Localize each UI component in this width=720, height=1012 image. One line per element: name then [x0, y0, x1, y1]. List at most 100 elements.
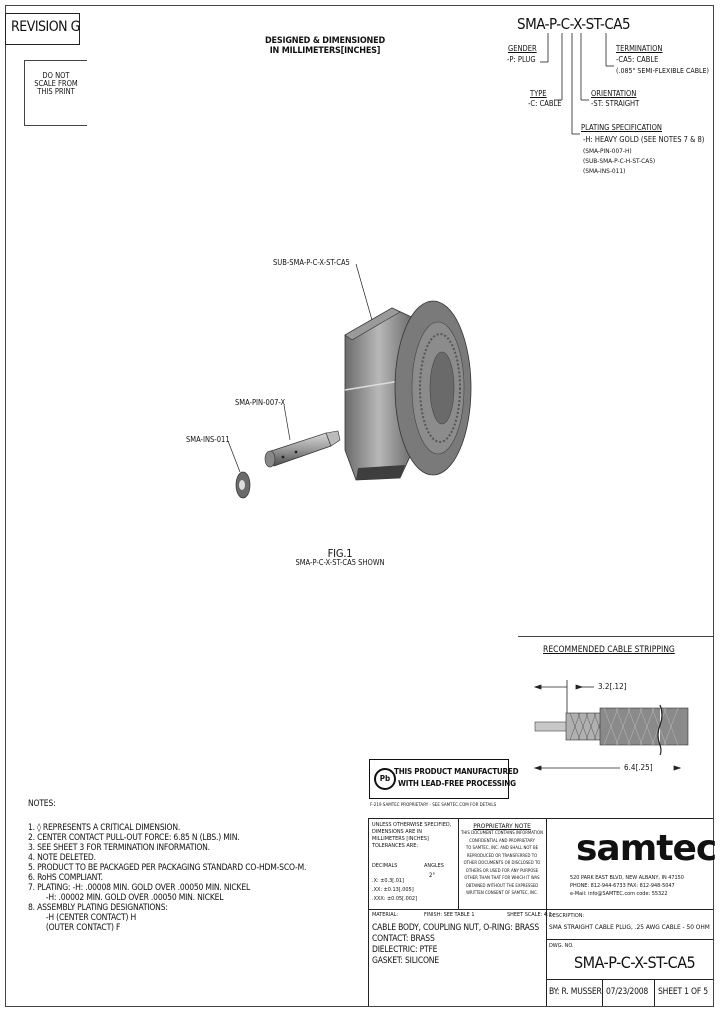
lead-free-icon: Pb — [374, 768, 396, 790]
note-item: 5. PRODUCT TO BE PACKAGED PER PACKAGING … — [28, 863, 307, 873]
orientation-value: -ST: STRAIGHT — [591, 99, 640, 108]
proprietary-line: THIS DOCUMENT CONTAINS INFORMATION — [461, 831, 543, 836]
drawn-by: BY: R. MUSSER — [549, 987, 602, 997]
lead-free-line-2: WITH LEAD-FREE PROCESSING — [398, 779, 516, 788]
material-line: CONTACT: BRASS — [372, 934, 435, 944]
sub-assembly-callout: SUB-SMA-P-C-X-ST-CA5 — [273, 258, 350, 267]
proprietary-line: OBTAINED WITHOUT THE EXPRESSED — [465, 883, 539, 889]
proprietary-line: REPRODUCED OR TRANSFERRED TO — [466, 853, 538, 859]
insulator-callout: SMA-INS-011 — [186, 435, 230, 444]
drawing-number-label: DWG. NO. — [549, 943, 574, 949]
tolerance-spec-line: MILLIMETERS [INCHES] — [372, 836, 429, 842]
revision-label: REVISION G — [11, 19, 80, 35]
part-code-leaders — [540, 33, 614, 135]
drawing-number-cell: DWG. NO. SMA-P-C-X-ST-CA5 — [546, 939, 713, 980]
drawing-number: SMA-P-C-X-ST-CA5 — [574, 953, 696, 972]
material-cell: MATERIAL: FINISH: SEE TABLE 1 SHEET SCAL… — [369, 909, 552, 1006]
plating-insulator-part: (SMA-INS-011) — [583, 167, 626, 175]
divider — [602, 979, 603, 1006]
lead-free-line-1: THIS PRODUCT MANUFACTURED — [394, 767, 519, 776]
dimension-note: DESIGNED & DIMENSIONED IN MILLIMETERS[IN… — [255, 36, 395, 56]
tolerance-spec-line: DIMENSIONS ARE IN — [372, 829, 422, 835]
plating-pin-part: (SMA-PIN-007-H) — [583, 147, 632, 155]
proprietary-line: OTHERS OR USED FOR ANY PURPOSE — [465, 868, 539, 874]
note-item: 1. ◊ REPRESENTS A CRITICAL DIMENSION. — [28, 823, 181, 833]
tolerance-value: .X: ±0.3[.01] — [372, 878, 404, 884]
type-value: -C: CABLE — [528, 99, 562, 108]
description-value: SMA STRAIGHT CABLE PLUG, .25 AWG CABLE -… — [549, 923, 710, 931]
gender-value: -P: PLUG — [507, 55, 536, 64]
figure-title: FIG.1 — [327, 547, 353, 560]
stripping-title: RECOMMENDED CABLE STRIPPING — [543, 645, 675, 655]
scale-warning-box: DO NOT SCALE FROM THIS PRINT — [24, 60, 87, 126]
center-pin-shape — [264, 430, 341, 468]
finish-label: FINISH: SEE TABLE 1 — [424, 912, 475, 918]
part-code-title: SMA-P-C-X-ST-CA5 — [517, 15, 631, 33]
lead-free-fine-print: F-219 SAMTEC PROPRIETARY - SEE SAMTEC.CO… — [370, 803, 497, 808]
figure-subtitle: SMA-P-C-X-ST-CA5 SHOWN — [295, 558, 385, 567]
decimals-label: DECIMALS — [372, 863, 398, 869]
proprietary-line: OTHER DOCUMENTS OR DISCLOSED TO — [463, 861, 541, 866]
type-heading: TYPE — [530, 89, 547, 98]
revision-info-cell: BY: R. MUSSER 07/23/2008 SHEET 1 OF 5 — [546, 979, 713, 1006]
scale-warning-line-2: SCALE FROM — [34, 79, 78, 88]
proprietary-title: PROPRIETARY NOTE — [473, 822, 531, 830]
scale-warning-line-1: DO NOT — [42, 71, 70, 80]
drawing-frame — [5, 5, 714, 1007]
company-email: e-Mail: info@SAMTEC.com code: 55322 — [570, 891, 668, 897]
note-item: 7. PLATING: -H: .00008 MIN. GOLD OVER .0… — [28, 883, 251, 893]
dimension-note-line-2: IN MILLIMETERS[INCHES] — [269, 46, 381, 56]
material-label: MATERIAL: — [372, 912, 399, 918]
gender-heading: GENDER — [508, 44, 537, 53]
note-item: 3. SEE SHEET 3 FOR TERMINATION INFORMATI… — [28, 843, 210, 853]
tolerance-value: .XX: ±0.13[.005] — [372, 887, 414, 893]
proprietary-line: CONFIDENTIAL AND PROPRIETARY — [469, 838, 535, 844]
divider — [654, 979, 655, 1006]
sheet-number: SHEET 1 OF 5 — [658, 987, 708, 997]
samtec-logo: samtec — [576, 828, 717, 869]
drawing-date: 07/23/2008 — [606, 987, 649, 997]
termination-heading: TERMINATION — [616, 44, 663, 53]
plating-heading: PLATING SPECIFICATION — [581, 123, 662, 132]
proprietary-line: TO SAMTEC, INC. AND SHALL NOT BE — [465, 846, 539, 851]
description-label: DESCRIPTION: — [549, 913, 585, 919]
stripping-diagram — [533, 680, 689, 771]
company-phone: PHONE: 812-944-6733 FAX: 812-948-5047 — [570, 883, 675, 889]
description-cell: DESCRIPTION: SMA STRAIGHT CABLE PLUG, .2… — [546, 909, 713, 940]
note-item: 4. NOTE DELETED. — [28, 853, 96, 863]
tolerance-spec-line: TOLERANCES ARE: — [372, 843, 419, 849]
angles-label: ANGLES — [424, 863, 444, 869]
orientation-heading: ORIENTATION — [591, 89, 637, 98]
proprietary-cell: PROPRIETARY NOTE THIS DOCUMENT CONTAINS … — [458, 819, 547, 910]
tolerance-value: .XXX: ±0.05[.002] — [372, 896, 418, 902]
material-line: CABLE BODY, COUPLING NUT, O-RING: BRASS — [372, 923, 539, 933]
notes-title: NOTES: — [28, 799, 56, 809]
stripping-rule — [518, 636, 713, 637]
tolerance-spec-line: UNLESS OTHERWISE SPECIFIED, — [372, 822, 452, 828]
scale-warning-line-3: THIS PRINT — [37, 87, 75, 96]
termination-detail: (.085" SEMI-FLEXIBLE CABLE) — [616, 67, 709, 75]
notes-list: 1. ◊ REPRESENTS A CRITICAL DIMENSION. 2.… — [28, 823, 306, 933]
figure-caption: FIG.1 SMA-P-C-X-ST-CA5 SHOWN — [270, 547, 410, 567]
coupling-nut-shape — [344, 300, 472, 481]
plating-sub-assembly-part: (SUB-SMA-P-C-H-ST-CA5) — [583, 157, 656, 165]
company-cell: samtec 520 PARK EAST BLVD, NEW ALBANY, I… — [546, 819, 717, 910]
plating-option-heavy-gold: -H: HEAVY GOLD (SEE NOTES 7 & 8) — [583, 135, 705, 144]
material-line: GASKET: SILICONE — [372, 956, 439, 966]
tolerance-cell: UNLESS OTHERWISE SPECIFIED, DIMENSIONS A… — [369, 819, 459, 910]
note-item: 8. ASSEMBLY PLATING DESIGNATIONS: — [28, 903, 168, 913]
proprietary-line: WRITTEN CONSENT OF SAMTEC, INC. — [466, 891, 538, 896]
dimension-note-line-1: DESIGNED & DIMENSIONED — [265, 36, 385, 46]
material-line: DIELECTRIC: PTFE — [372, 945, 438, 955]
title-block: UNLESS OTHERWISE SPECIFIED, DIMENSIONS A… — [368, 818, 717, 1006]
revision-box: REVISION G — [5, 13, 80, 45]
connector-illustration — [227, 263, 472, 499]
note-item: (OUTER CONTACT) F — [28, 923, 121, 933]
note-item: -H: .00002 MIN. GOLD OVER .00050 MIN. NI… — [28, 893, 224, 903]
note-item: 6. RoHS COMPLIANT. — [28, 873, 103, 883]
strip-dimension-1: 3.2[.12] — [598, 682, 627, 691]
strip-dimension-2: 6.4[.25] — [624, 763, 653, 772]
sheet-scale: SHEET SCALE: 4:1 — [507, 912, 552, 918]
insulator-shape — [235, 471, 251, 499]
lead-free-box: Pb THIS PRODUCT MANUFACTURED WITH LEAD-F… — [369, 759, 519, 799]
